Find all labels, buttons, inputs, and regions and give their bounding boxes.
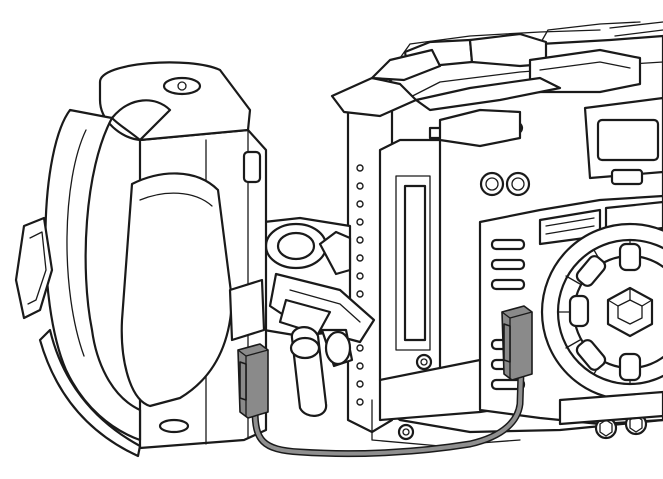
fan-blades [557,239,642,385]
cable-connector-right [501,305,533,381]
cable-connector-left [237,343,269,419]
side-handle [14,61,268,458]
control-cable [237,305,533,458]
